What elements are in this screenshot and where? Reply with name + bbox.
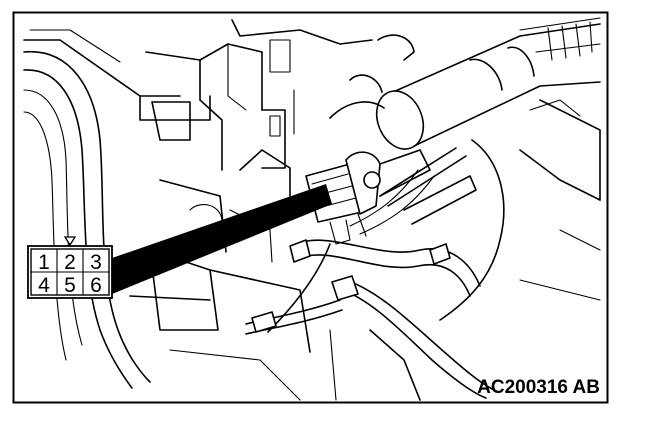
connector-pin-inset: 1 2 3 4 5 6 xyxy=(27,236,113,299)
pin-6: 6 xyxy=(90,274,102,297)
pin-1: 1 xyxy=(38,251,50,274)
triangle-marker-icon xyxy=(63,236,77,247)
figure-code: AC200316 AB xyxy=(477,377,600,398)
leader-pointer xyxy=(112,184,332,294)
pin-3: 3 xyxy=(90,251,102,274)
pin-4: 4 xyxy=(38,274,50,297)
pin-5: 5 xyxy=(64,274,76,297)
pin-2: 2 xyxy=(64,251,76,274)
dashboard-illustration xyxy=(23,17,601,401)
